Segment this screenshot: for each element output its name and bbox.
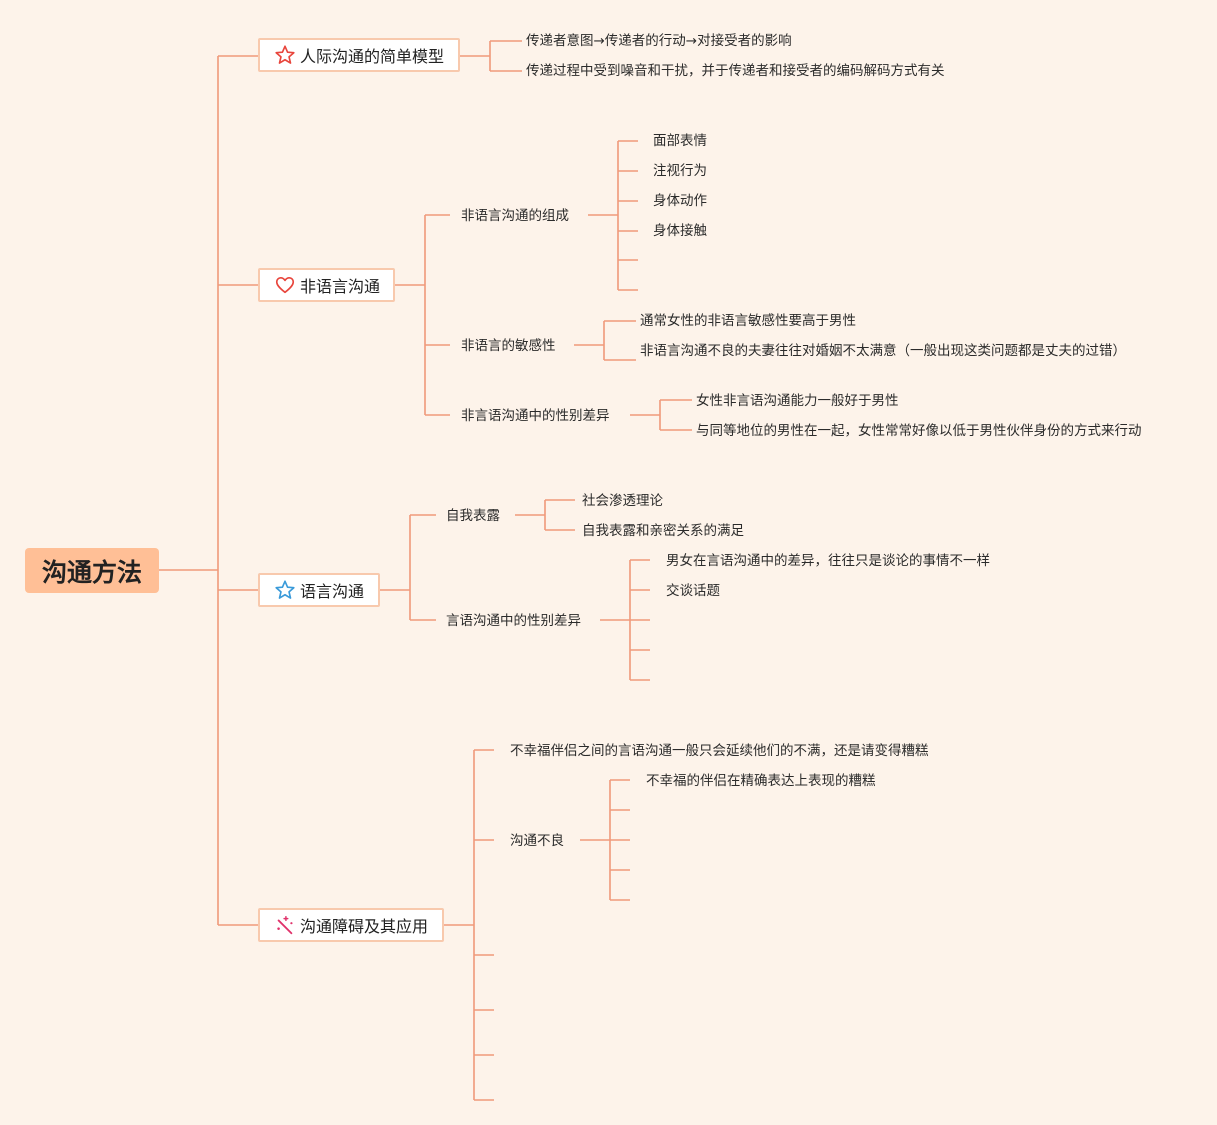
branch-verbal[interactable]: 语言沟通 — [258, 573, 380, 607]
branch-model-label: 人际沟通的简单模型 — [300, 47, 445, 66]
model-item-1[interactable]: 传递者意图→传递者的行动→对接受者的影响 — [526, 33, 792, 49]
poor-item-1[interactable]: 不幸福的伴侣在精确表达上表现的糟糕 — [646, 773, 876, 789]
sensitivity-item-2[interactable]: 非语言沟通不良的夫妻往往对婚姻不太满意（一般出现这类问题都是丈夫的过错） — [640, 343, 1126, 359]
branch-nonverbal-label: 非语言沟通 — [300, 277, 381, 296]
barrier-item-1[interactable]: 不幸福伴侣之间的言语沟通一般只会延续他们的不满，还是请变得糟糕 — [510, 743, 929, 759]
composition-item-2[interactable]: 注视行为 — [653, 163, 707, 179]
root-topic[interactable]: 沟通方法 — [25, 548, 159, 593]
branch-barrier[interactable]: 沟通障碍及其应用 — [258, 908, 444, 942]
barrier-poor-topic[interactable]: 沟通不良 — [510, 833, 564, 849]
wand-icon — [277, 916, 293, 935]
nonverbal-gender-item-1[interactable]: 女性非言语沟通能力一般好于男性 — [696, 393, 899, 409]
branch-verbal-label: 语言沟通 — [300, 582, 365, 601]
nonverbal-gender-topic[interactable]: 非言语沟通中的性别差异 — [461, 408, 610, 424]
star-blue-icon — [275, 580, 295, 599]
branch-nonverbal[interactable]: 非语言沟通 — [258, 268, 395, 302]
star-outline-icon — [275, 45, 295, 64]
branch-model[interactable]: 人际沟通的简单模型 — [258, 38, 460, 72]
disclosure-item-2[interactable]: 自我表露和亲密关系的满足 — [582, 523, 744, 539]
verbal-gender-topic[interactable]: 言语沟通中的性别差异 — [446, 613, 581, 629]
composition-item-3[interactable]: 身体动作 — [653, 193, 707, 209]
nonverbal-composition-topic[interactable]: 非语言沟通的组成 — [461, 208, 569, 224]
heart-outline-icon — [275, 277, 295, 294]
sensitivity-item-1[interactable]: 通常女性的非语言敏感性要高于男性 — [640, 313, 856, 329]
model-item-2[interactable]: 传递过程中受到噪音和干扰，并于传递者和接受者的编码解码方式有关 — [526, 63, 945, 79]
nonverbal-sensitivity-topic[interactable]: 非语言的敏感性 — [461, 338, 556, 354]
nonverbal-gender-item-2[interactable]: 与同等地位的男性在一起，女性常常好像以低于男性伙伴身份的方式来行动 — [696, 423, 1142, 439]
verbal-gender-item-2[interactable]: 交谈话题 — [666, 583, 720, 599]
branch-barrier-label: 沟通障碍及其应用 — [300, 917, 429, 936]
verbal-gender-item-1[interactable]: 男女在言语沟通中的差异，往往只是谈论的事情不一样 — [666, 553, 990, 569]
verbal-disclosure-topic[interactable]: 自我表露 — [446, 508, 500, 524]
composition-item-1[interactable]: 面部表情 — [653, 133, 707, 149]
disclosure-item-1[interactable]: 社会渗透理论 — [582, 493, 663, 509]
composition-item-4[interactable]: 身体接触 — [653, 223, 707, 239]
